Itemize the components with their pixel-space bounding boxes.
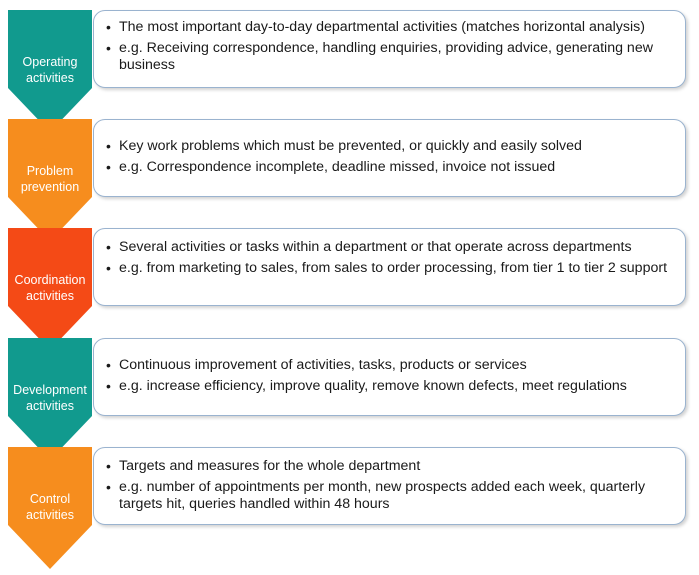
stage-label: Problem prevention bbox=[20, 164, 80, 194]
stage-label: Development activities bbox=[13, 383, 87, 413]
chevron-shape bbox=[8, 10, 92, 132]
bullet-item: e.g. Receiving correspondence, handling … bbox=[102, 40, 677, 74]
bullet-item: e.g. Correspondence incomplete, deadline… bbox=[102, 159, 677, 176]
bullet-item: Continuous improvement of activities, ta… bbox=[102, 357, 677, 374]
process-row: Development activities Continuous improv… bbox=[0, 338, 699, 460]
bullet-item: Key work problems which must be prevente… bbox=[102, 138, 677, 155]
bullet-list: Targets and measures for the whole depar… bbox=[102, 458, 677, 513]
process-row: Control activities Targets and measures … bbox=[0, 447, 699, 569]
chevron-shape bbox=[8, 447, 92, 569]
bullet-item: e.g. increase efficiency, improve qualit… bbox=[102, 378, 677, 395]
bullet-item: e.g. from marketing to sales, from sales… bbox=[102, 260, 677, 277]
bullet-item: Several activities or tasks within a dep… bbox=[102, 239, 677, 256]
process-row: Operating activities The most important … bbox=[0, 10, 699, 132]
bullet-list: Key work problems which must be prevente… bbox=[102, 138, 677, 176]
description-card: The most important day-to-day department… bbox=[93, 10, 686, 88]
description-card: Key work problems which must be prevente… bbox=[93, 119, 686, 197]
bullet-item: Targets and measures for the whole depar… bbox=[102, 458, 677, 475]
description-card: Targets and measures for the whole depar… bbox=[93, 447, 686, 525]
process-row: Problem prevention Key work problems whi… bbox=[0, 119, 699, 241]
bullet-item: e.g. number of appointments per month, n… bbox=[102, 479, 677, 513]
chevron-shape bbox=[8, 119, 92, 241]
chevron-shape bbox=[8, 338, 92, 460]
bullet-list: The most important day-to-day department… bbox=[102, 19, 677, 74]
description-card: Continuous improvement of activities, ta… bbox=[93, 338, 686, 416]
stage-label: Control activities bbox=[26, 492, 74, 522]
process-row: Coordination activities Several activiti… bbox=[0, 228, 699, 350]
stage-label: Operating activities bbox=[22, 55, 78, 85]
description-card: Several activities or tasks within a dep… bbox=[93, 228, 686, 306]
chevron-shape bbox=[8, 228, 92, 350]
bullet-item: The most important day-to-day department… bbox=[102, 19, 677, 36]
bullet-list: Continuous improvement of activities, ta… bbox=[102, 357, 677, 395]
stage-label: Coordination activities bbox=[14, 273, 86, 303]
bullet-list: Several activities or tasks within a dep… bbox=[102, 239, 677, 277]
